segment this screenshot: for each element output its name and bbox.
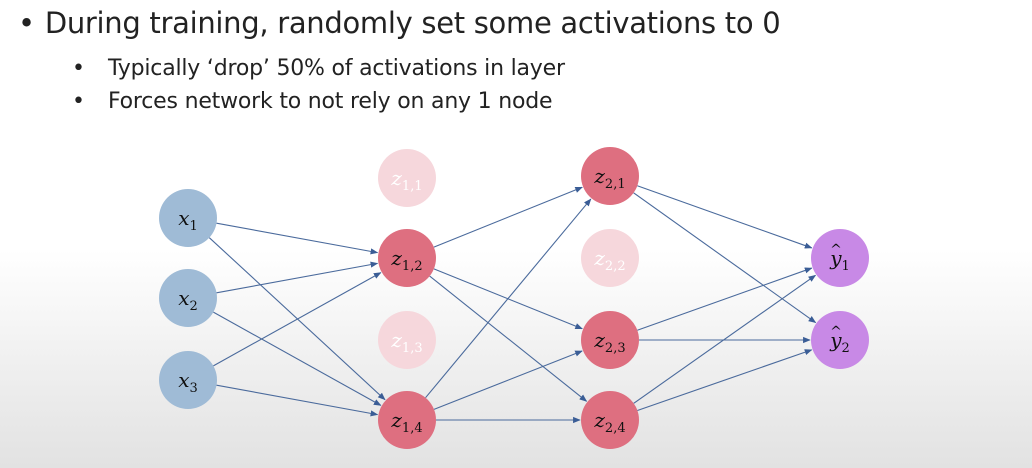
edges-group bbox=[208, 185, 817, 424]
edge-z12-z21 bbox=[433, 186, 583, 248]
node-circle-y1 bbox=[811, 229, 869, 287]
edge-z24-y1 bbox=[633, 274, 817, 404]
edge-x3-z14 bbox=[216, 384, 379, 417]
node-z12: z1,2 bbox=[378, 229, 436, 287]
node-circle-z22 bbox=[581, 229, 639, 287]
sub-bullet-2-text: Forces network to not rely on any 1 node bbox=[108, 89, 553, 114]
node-z14: z1,4 bbox=[378, 391, 436, 449]
node-circle-x3 bbox=[159, 351, 217, 409]
node-label-z22: z2,2 bbox=[593, 246, 625, 274]
node-label-z23: z2,3 bbox=[593, 328, 625, 356]
node-z13: z1,3 bbox=[378, 311, 436, 369]
hat-accent: ^ bbox=[830, 324, 842, 340]
bullet-list: • During training, randomly set some acti… bbox=[0, 0, 1032, 130]
edge-x3-z12 bbox=[213, 272, 382, 367]
node-label-z21: z2,1 bbox=[593, 164, 625, 192]
sub-bullet-1: • Typically ‘drop’ 50% of activations in … bbox=[72, 56, 565, 81]
node-y2: y2^ bbox=[811, 311, 869, 369]
node-z11: z1,1 bbox=[378, 149, 436, 207]
node-label-z12: z1,2 bbox=[390, 246, 422, 274]
node-z23: z2,3 bbox=[581, 311, 639, 369]
sub-bullet-1-text: Typically ‘drop’ 50% of activations in l… bbox=[108, 56, 565, 81]
node-circle-y2 bbox=[811, 311, 869, 369]
edge-z21-y2 bbox=[633, 192, 817, 324]
node-circle-z13 bbox=[378, 311, 436, 369]
node-circle-z21 bbox=[581, 147, 639, 205]
node-label-z11: z1,1 bbox=[390, 166, 422, 194]
node-circle-z14 bbox=[378, 391, 436, 449]
node-z22: z2,2 bbox=[581, 229, 639, 287]
edge-z14-z23 bbox=[433, 350, 583, 410]
edge-z24-y2 bbox=[637, 349, 813, 411]
edge-z14-z21 bbox=[425, 198, 592, 399]
edge-x2-z14 bbox=[213, 311, 382, 406]
node-z24: z2,4 bbox=[581, 391, 639, 449]
node-label-y2: y2 bbox=[829, 328, 850, 356]
node-x1: x1 bbox=[159, 189, 217, 247]
node-circle-x1 bbox=[159, 189, 217, 247]
node-label-z13: z1,3 bbox=[390, 328, 422, 356]
main-bullet: • During training, randomly set some acti… bbox=[18, 6, 781, 40]
sub-bullet-2: • Forces network to not rely on any 1 nod… bbox=[72, 89, 553, 114]
node-circle-z23 bbox=[581, 311, 639, 369]
node-x3: x3 bbox=[159, 351, 217, 409]
nodes-group: x1 x2 x3 z1,1 z1,2 z1,3 z1,4 z2,1 z2,2 z2,3 z2,4 y1… bbox=[159, 147, 869, 449]
main-bullet-text: During training, randomly set some activ… bbox=[44, 6, 781, 40]
edge-x1-z12 bbox=[216, 222, 379, 255]
node-circle-z11 bbox=[378, 149, 436, 207]
node-circle-x2 bbox=[159, 269, 217, 327]
edge-z21-y1 bbox=[637, 185, 813, 249]
node-label-z24: z2,4 bbox=[593, 408, 625, 436]
edge-z23-y1 bbox=[637, 267, 813, 331]
hat-accent: ^ bbox=[830, 242, 842, 258]
node-label-x2: x2 bbox=[178, 286, 198, 314]
node-x2: x2 bbox=[159, 269, 217, 327]
bullet-dot: • bbox=[72, 56, 85, 81]
node-z21: z2,1 bbox=[581, 147, 639, 205]
node-label-y1: y1 bbox=[829, 246, 850, 274]
bullet-dot: • bbox=[72, 89, 85, 114]
node-label-x1: x1 bbox=[178, 206, 198, 234]
edge-x2-z12 bbox=[216, 261, 379, 294]
node-label-z14: z1,4 bbox=[390, 408, 422, 436]
node-circle-z24 bbox=[581, 391, 639, 449]
node-y1: y1^ bbox=[811, 229, 869, 287]
node-circle-z12 bbox=[378, 229, 436, 287]
bullet-dot: • bbox=[18, 6, 35, 40]
node-label-x3: x3 bbox=[178, 368, 198, 396]
edge-z12-z24 bbox=[429, 275, 588, 402]
